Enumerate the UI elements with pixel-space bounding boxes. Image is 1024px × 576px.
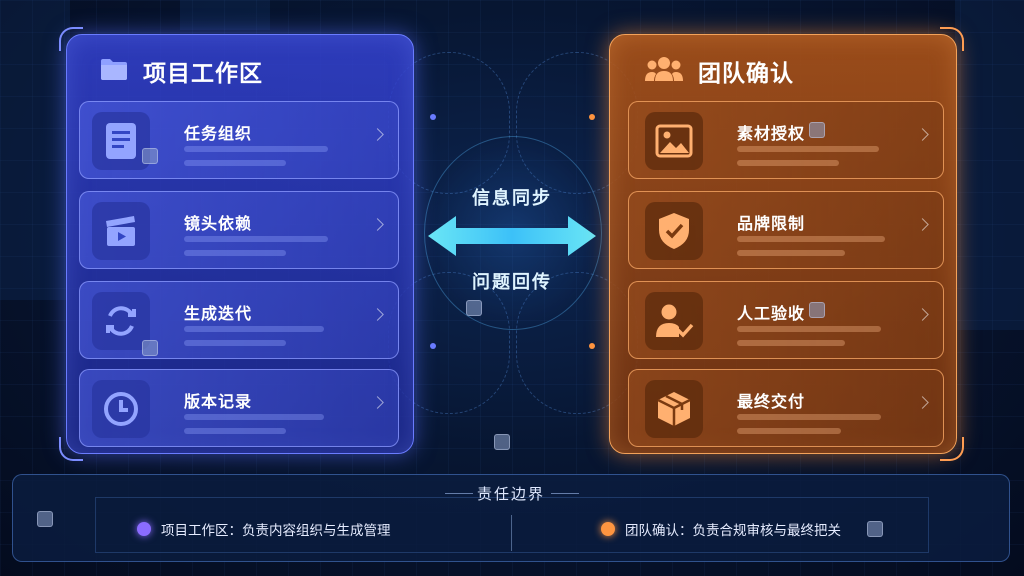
background-block	[180, 0, 270, 30]
card-label: 人工验收	[737, 304, 806, 323]
card-shot-dependency[interactable]: 镜头依赖	[79, 191, 399, 269]
refresh-icon	[92, 292, 150, 350]
card-generation-iteration[interactable]: 生成迭代	[79, 281, 399, 359]
clapperboard-icon	[92, 202, 150, 260]
card-label: 任务组织	[184, 124, 253, 143]
placeholder-line	[737, 146, 879, 152]
connector-dot	[589, 114, 595, 120]
legend-text: 项目工作区：负责内容组织与生成管理	[161, 523, 391, 539]
placeholder-line	[184, 326, 324, 332]
legend-text: 团队确认：负责合规审核与最终把关	[625, 523, 841, 539]
badge-icon	[142, 340, 158, 356]
card-label: 最终交付	[737, 392, 806, 411]
placeholder-line	[737, 160, 839, 166]
package-icon	[645, 380, 703, 438]
feedback-label: 问题回传	[472, 272, 552, 293]
placeholder-line	[737, 340, 845, 346]
card-version-record[interactable]: 版本记录	[79, 369, 399, 447]
placeholder-line	[737, 414, 881, 420]
legend-dot	[601, 522, 615, 536]
title-divider	[551, 493, 579, 494]
document-icon	[92, 112, 150, 170]
chevron-right-icon	[916, 308, 929, 321]
panel-title: 项目工作区	[143, 61, 263, 87]
placeholder-line	[184, 160, 286, 166]
folder-icon	[99, 56, 129, 86]
placeholder-line	[184, 236, 328, 242]
chevron-right-icon	[916, 396, 929, 409]
card-label: 素材授权	[737, 124, 806, 143]
panel-header: 团队确认	[644, 53, 794, 89]
placeholder-line	[184, 414, 324, 420]
badge-icon	[466, 300, 482, 316]
badge-icon	[809, 302, 825, 318]
card-final-delivery[interactable]: 最终交付	[628, 369, 944, 447]
placeholder-line	[737, 428, 841, 434]
panel-corner	[940, 437, 964, 461]
bidirectional-arrow-icon	[428, 216, 596, 256]
placeholder-line	[184, 250, 286, 256]
card-task-organization[interactable]: 任务组织	[79, 101, 399, 179]
responsibility-boundary-panel: 责任边界 项目工作区：负责内容组织与生成管理 团队确认：负责合规审核与最终把关	[12, 474, 1010, 562]
chevron-right-icon	[916, 128, 929, 141]
divider	[511, 515, 512, 551]
chevron-right-icon	[371, 396, 384, 409]
card-manual-acceptance[interactable]: 人工验收	[628, 281, 944, 359]
background-block	[0, 0, 70, 300]
placeholder-line	[737, 236, 885, 242]
badge-icon	[142, 148, 158, 164]
connector-dot	[589, 343, 595, 349]
boundary-frame	[95, 497, 929, 553]
clock-icon	[92, 380, 150, 438]
badge-icon	[809, 122, 825, 138]
chevron-right-icon	[371, 218, 384, 231]
sync-label: 信息同步	[472, 188, 552, 209]
team-confirmation-panel: 团队确认 素材授权 品牌限制	[609, 27, 964, 461]
bottom-title: 责任边界	[476, 485, 545, 503]
user-check-icon	[645, 292, 703, 350]
placeholder-line	[184, 428, 286, 434]
shield-check-icon	[645, 202, 703, 260]
card-label: 镜头依赖	[184, 214, 253, 233]
panel-corner	[940, 27, 964, 51]
chevron-right-icon	[371, 308, 384, 321]
card-label: 生成迭代	[184, 304, 253, 323]
card-brand-restriction[interactable]: 品牌限制	[628, 191, 944, 269]
badge-icon	[37, 511, 53, 527]
card-label: 品牌限制	[737, 214, 806, 233]
legend-dot	[137, 522, 151, 536]
background-block	[955, 0, 1024, 330]
connector-dot	[430, 343, 436, 349]
card-asset-license[interactable]: 素材授权	[628, 101, 944, 179]
team-icon	[644, 55, 684, 87]
connector-dot	[430, 114, 436, 120]
panel-corner	[59, 27, 83, 51]
image-icon	[645, 112, 703, 170]
legend-item-team: 团队确认：负责合规审核与最终把关	[601, 519, 841, 539]
placeholder-line	[737, 250, 845, 256]
placeholder-line	[184, 340, 286, 346]
project-workspace-panel: 项目工作区 任务组织 镜头依赖	[59, 27, 414, 461]
chevron-right-icon	[371, 128, 384, 141]
badge-icon	[494, 434, 510, 450]
title-divider	[445, 493, 473, 494]
panel-title: 团队确认	[698, 61, 794, 87]
card-label: 版本记录	[184, 392, 253, 411]
placeholder-line	[184, 146, 328, 152]
placeholder-line	[737, 326, 881, 332]
badge-icon	[867, 521, 883, 537]
panel-corner	[59, 437, 83, 461]
panel-header: 项目工作区	[99, 53, 263, 89]
chevron-right-icon	[916, 218, 929, 231]
legend-item-workspace: 项目工作区：负责内容组织与生成管理	[137, 519, 391, 539]
